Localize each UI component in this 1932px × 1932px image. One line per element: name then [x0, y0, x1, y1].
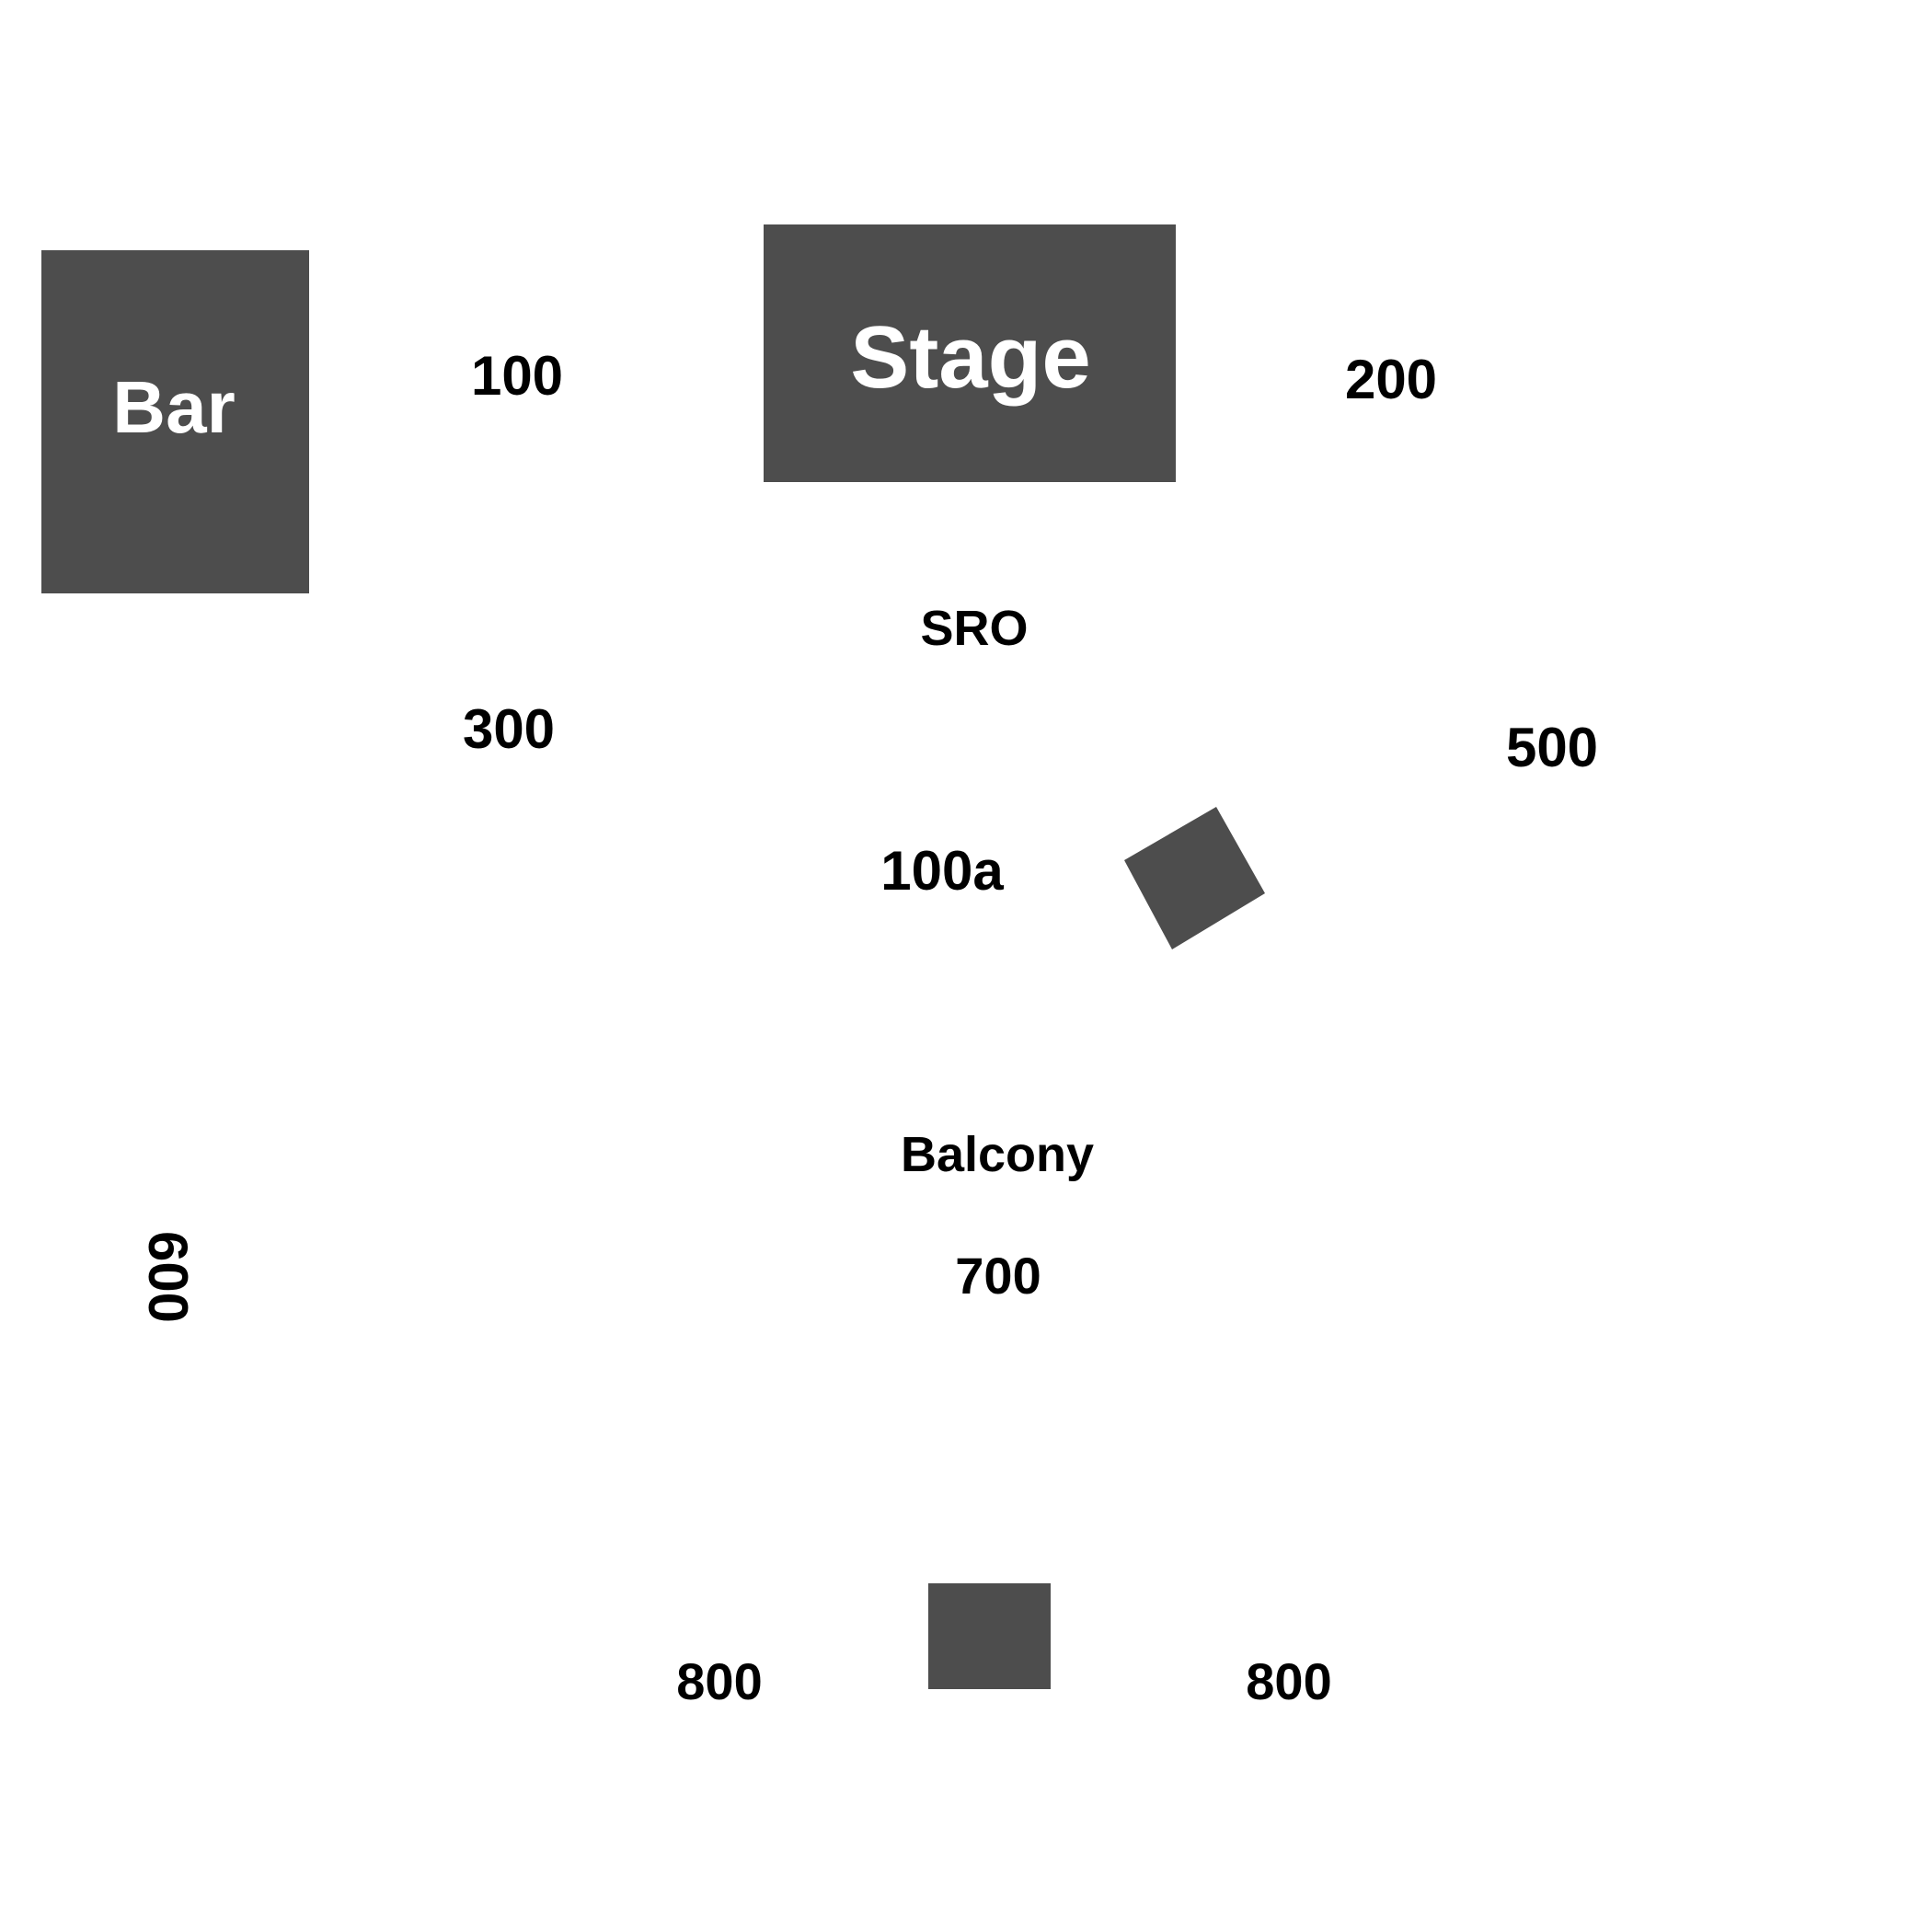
section-800-right-label[interactable]: 800: [1246, 1652, 1332, 1710]
bar-label: Bar: [112, 366, 236, 448]
bar-block[interactable]: [41, 250, 309, 593]
section-800-left-label[interactable]: 800: [676, 1652, 763, 1710]
section-100a-label[interactable]: 100a: [880, 840, 1004, 902]
section-500-label[interactable]: 500: [1505, 717, 1599, 778]
section-200-label[interactable]: 200: [1344, 349, 1438, 410]
section-100-label[interactable]: 100: [470, 345, 564, 407]
section-700-label[interactable]: 700: [955, 1247, 1041, 1305]
section-300-label[interactable]: 300: [462, 698, 556, 760]
section-600-label[interactable]: 600: [137, 1230, 199, 1324]
small-bottom-block: [928, 1583, 1051, 1689]
section-balcony-label[interactable]: Balcony: [900, 1127, 1095, 1182]
stage-label: Stage: [850, 308, 1091, 407]
stage-block[interactable]: [764, 224, 1176, 482]
rotated-square-shape: [1124, 807, 1265, 949]
section-sro-label[interactable]: SRO: [920, 601, 1029, 656]
